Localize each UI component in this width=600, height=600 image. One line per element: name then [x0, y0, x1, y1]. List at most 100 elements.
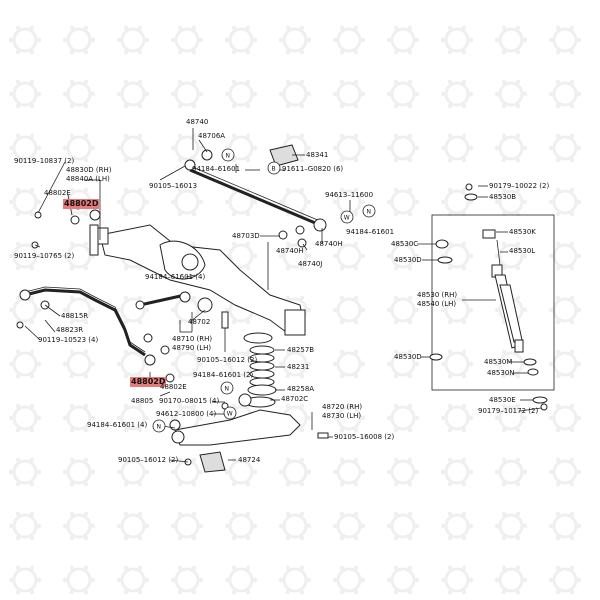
- watermark-gear-icon: [548, 565, 582, 595]
- label-48530: 48530 (RH): [417, 291, 458, 299]
- svg-text:N: N: [367, 209, 372, 216]
- watermark-gear-icon: [494, 565, 528, 595]
- watermark-gear-icon: [332, 403, 366, 433]
- label-48530l: 48530L: [509, 247, 536, 255]
- label-48815r: 48815R: [61, 312, 89, 320]
- label-48702c: 48702C: [281, 395, 309, 403]
- label-48740h-a: 48740H: [276, 247, 304, 255]
- label-48830d: 48830D (RH): [66, 166, 112, 174]
- label-90105-16012-2b: 90105–16012 (2): [118, 456, 179, 464]
- watermark-gear-icon: [440, 133, 474, 163]
- watermark-gear-icon: [386, 349, 420, 379]
- watermark-gear-icon: [116, 79, 150, 109]
- label-90119-10837: 90119–10837 (2): [14, 157, 75, 165]
- watermark-gear-icon: [224, 457, 258, 487]
- svg-text:N: N: [157, 424, 162, 431]
- watermark-gear-icon: [332, 457, 366, 487]
- coil-spring: [243, 332, 277, 408]
- label-48724: 48724: [238, 456, 261, 464]
- watermark-gear-icon: [386, 457, 420, 487]
- upper-control-rod: [184, 149, 327, 248]
- watermark-gear-icon: [440, 79, 474, 109]
- watermark-gear-icon: [170, 187, 204, 217]
- watermark-gear-icon: [116, 565, 150, 595]
- label-48720: 48720 (RH): [322, 403, 363, 411]
- watermark-gear-icon: [440, 25, 474, 55]
- label-48840a: 48840A (LH): [66, 175, 110, 183]
- marker-n-2: N: [362, 204, 376, 218]
- watermark-gear-icon: [494, 79, 528, 109]
- watermark-gear-icon: [8, 79, 42, 109]
- watermark-gear-icon: [548, 511, 582, 541]
- label-48802d-top-highlighted[interactable]: 48802D: [63, 199, 100, 209]
- watermark-gear-icon: [548, 25, 582, 55]
- watermark-gear-icon: [494, 511, 528, 541]
- watermark-gear-icon: [332, 133, 366, 163]
- watermark-gear-icon: [494, 241, 528, 271]
- watermark-gear-icon: [224, 511, 258, 541]
- label-48702: 48702: [188, 318, 211, 326]
- watermark-gear-icon: [8, 349, 42, 379]
- watermark-gear-icon: [440, 349, 474, 379]
- watermark-gear-icon: [494, 187, 528, 217]
- svg-text:W: W: [344, 215, 350, 222]
- watermark-gear-icon: [62, 565, 96, 595]
- marker-n-3: N: [220, 381, 234, 395]
- watermark-gear-icon: [332, 295, 366, 325]
- label-48231: 48231: [287, 363, 310, 371]
- watermark-gear-icon: [332, 241, 366, 271]
- svg-text:W: W: [227, 411, 233, 418]
- label-94184-61601-2: 94184–61601 (2): [193, 371, 254, 379]
- watermark-gear-icon: [440, 511, 474, 541]
- watermark-gear-icon: [8, 457, 42, 487]
- label-48530b: 48530B: [489, 193, 517, 201]
- marker-w-1: W: [340, 210, 354, 224]
- watermark-gear-icon: [386, 295, 420, 325]
- marker-n-1: N: [221, 148, 235, 162]
- label-48530c: 48530C: [391, 240, 419, 248]
- watermark-gear-icon: [332, 349, 366, 379]
- label-48540: 48540 (LH): [417, 300, 457, 308]
- watermark-gear-icon: [62, 79, 96, 109]
- label-48802d-bottom-highlighted[interactable]: 48802D: [130, 377, 167, 387]
- watermark-gear-icon: [494, 349, 528, 379]
- lower-control-arm: [135, 291, 229, 383]
- watermark-gear-icon: [170, 79, 204, 109]
- watermark-gear-icon: [440, 403, 474, 433]
- watermark-gear-icon: [548, 403, 582, 433]
- svg-text:N: N: [225, 386, 230, 393]
- watermark-gear-icon: [548, 79, 582, 109]
- watermark-gear-icon: [332, 25, 366, 55]
- label-94184-61601-4a: 94184–61601 (4): [145, 273, 206, 281]
- watermark-gear-icon: [278, 511, 312, 541]
- watermark-gear-icon: [62, 457, 96, 487]
- label-48257b: 48257B: [287, 346, 315, 354]
- label-48823r: 48823R: [56, 326, 84, 334]
- watermark-gear-icon: [8, 133, 42, 163]
- label-48530n: 48530N: [487, 369, 515, 377]
- watermark-gear-icon: [386, 187, 420, 217]
- watermark-gear-icon: [8, 511, 42, 541]
- watermark-gear-icon: [170, 25, 204, 55]
- watermark-gear-icon: [386, 25, 420, 55]
- watermark-gear-icon: [62, 511, 96, 541]
- marker-b-1: B: [267, 161, 281, 175]
- label-48802e-top: 48802E: [44, 189, 71, 197]
- label-91611-g0820: 91611–G0820 (6): [282, 165, 344, 173]
- label-48740: 48740: [186, 118, 209, 126]
- watermark-gear-icon: [278, 25, 312, 55]
- watermark-gear-icon: [116, 403, 150, 433]
- label-48802e-bottom: 48802E: [160, 383, 187, 391]
- label-94612-10800: 94612–10800 (4): [156, 410, 217, 418]
- watermark-gear-icon: [62, 403, 96, 433]
- label-48730: 48730 (LH): [322, 412, 362, 420]
- watermark-gear-icon: [8, 565, 42, 595]
- svg-text:B: B: [272, 166, 276, 173]
- label-94184-61601-right: 94184–61601: [346, 228, 395, 236]
- label-48740h-b: 48740H: [315, 240, 343, 248]
- watermark-gear-icon: [494, 25, 528, 55]
- watermark-gear-icon: [116, 295, 150, 325]
- label-48530k: 48530K: [509, 228, 536, 236]
- label-90119-10523: 90119–10523 (4): [38, 336, 99, 344]
